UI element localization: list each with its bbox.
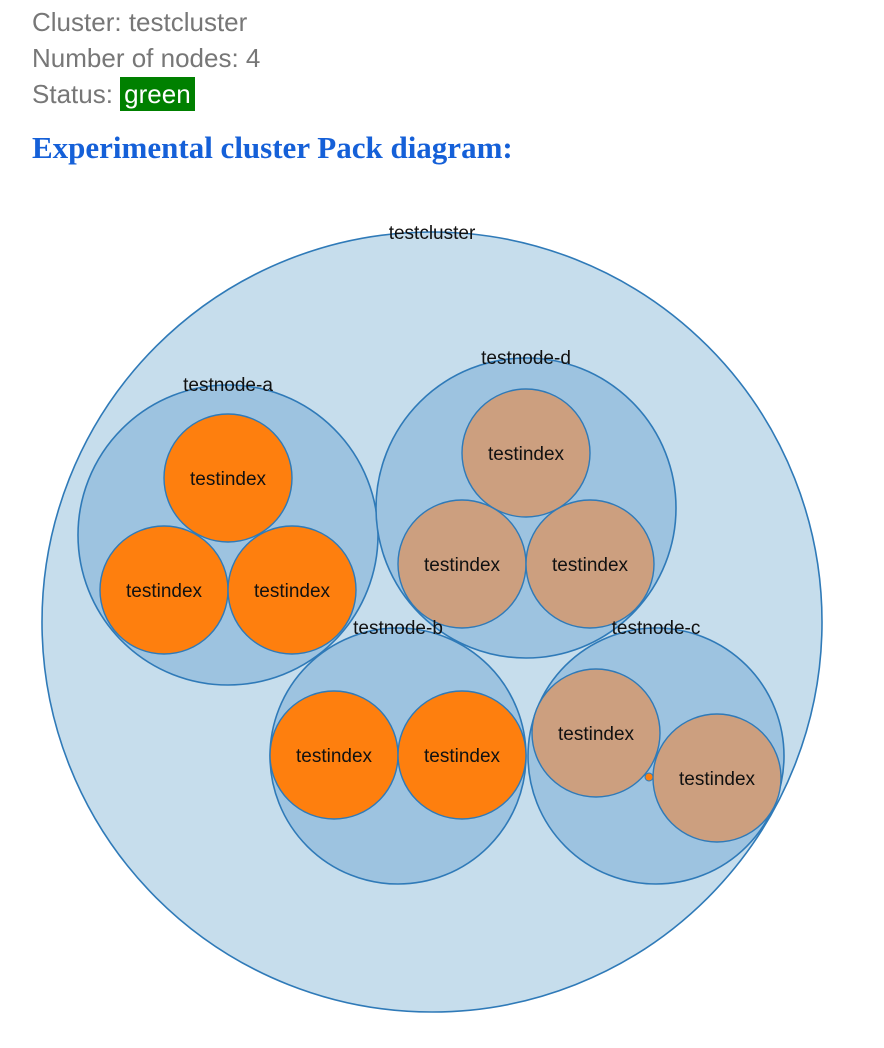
node-label: testnode-a — [183, 375, 273, 396]
index-label: testindex — [679, 769, 756, 790]
index-label: testindex — [424, 555, 501, 576]
index-label: testindex — [126, 581, 203, 602]
index-label: testindex — [190, 469, 267, 490]
nodes-count: 4 — [245, 43, 261, 73]
cluster-name-line: Cluster: testcluster — [32, 4, 260, 40]
index-label: testindex — [552, 555, 629, 576]
index-circle — [397, 690, 527, 820]
nodes-label: Number of nodes: — [32, 43, 246, 73]
cluster-label: testcluster — [389, 223, 476, 244]
index-circle — [531, 668, 661, 798]
status-line: Status: green — [32, 76, 260, 112]
status-badge: green — [120, 77, 195, 111]
index-label: testindex — [296, 746, 373, 767]
index-circle — [461, 388, 591, 518]
shard-dot — [644, 772, 654, 782]
page-title: Experimental cluster Pack diagram: — [32, 130, 513, 165]
node-count-line: Number of nodes: 4 — [32, 40, 260, 76]
node-label: testnode-d — [481, 348, 571, 369]
index-circle — [525, 499, 655, 629]
cluster-label: Cluster: — [32, 7, 129, 37]
index-label: testindex — [254, 581, 331, 602]
cluster-info: Cluster: testcluster Number of nodes: 4 … — [32, 4, 260, 112]
status-label: Status: — [32, 79, 121, 109]
node-label: testnode-b — [353, 618, 443, 639]
index-label: testindex — [558, 724, 635, 745]
index-circle — [227, 525, 357, 655]
cluster-name: testcluster — [128, 7, 248, 37]
node-label: testnode-c — [612, 618, 701, 639]
index-label: testindex — [424, 746, 501, 767]
index-label: testindex — [488, 444, 565, 465]
index-circle — [163, 413, 293, 543]
